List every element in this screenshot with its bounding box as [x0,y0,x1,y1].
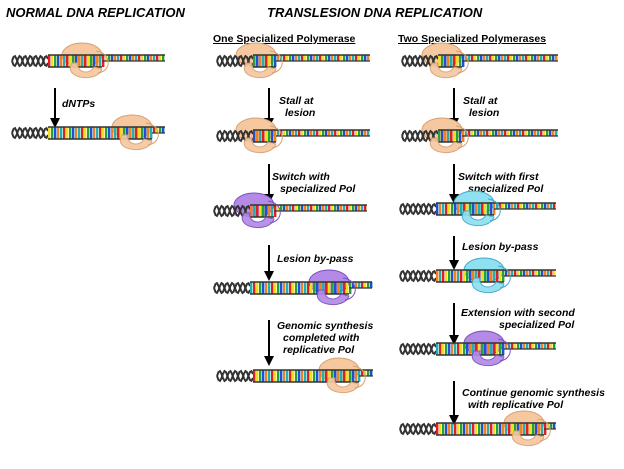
down-arrow-icon [449,381,459,425]
dna-replication-figure [399,330,556,367]
step-label-dntps: dNTPs [62,98,96,110]
label-line: Stall at [463,95,498,107]
label-line: Switch with first [458,171,539,183]
label-line: Continue genomic synthesis [462,387,605,399]
dna-replication-figure [216,357,373,394]
one-step4-label: Genomic synthesis completed with replica… [277,320,373,356]
dna-replication-figure [401,42,558,79]
one-step3-label: Lesion by-pass [277,253,353,265]
dna-replication-figure [216,117,370,154]
two-step3-label: Lesion by-pass [462,241,538,253]
dna-replication-figure [11,42,165,79]
label-line: lesion [469,107,500,119]
two-pol-title: Two Specialized Polymerases [398,33,547,45]
normal-replication-header: NORMAL DNA REPLICATION [6,5,185,20]
down-arrow-icon [264,320,274,366]
label-line: with replicative Pol [468,399,564,411]
label-line: Switch with [272,171,330,183]
down-arrow-icon [50,88,60,128]
two-step1-label: Stall at lesion [463,95,499,119]
label-line: lesion [285,107,316,119]
two-step5-label: Continue genomic synthesis with replicat… [462,387,605,411]
label-line: Stall at [279,95,314,107]
two-step4-label: Extension with second specialized Pol [461,307,575,331]
label-line: completed with [283,332,360,344]
two-step2-label: Switch with first specialized Pol [458,171,543,195]
down-arrow-icon [449,236,459,270]
label-line: Lesion by-pass [462,241,539,253]
label-line: Extension with second [461,307,575,319]
label-line: specialized Pol [499,319,575,331]
label-line: Lesion by-pass [277,253,354,265]
one-step2-label: Switch with specialized Pol [272,171,355,195]
label-line: specialized Pol [468,183,544,195]
label-line: Genomic synthesis [277,320,374,332]
one-pol-title: One Specialized Polymerase [213,33,356,45]
label-line: replicative Pol [283,344,355,356]
dna-replication-figure [399,257,556,294]
dna-replication-figure [399,410,556,447]
dna-replication-figure [11,114,165,151]
down-arrow-icon [449,303,459,345]
translesion-replication-header: TRANSLESION DNA REPLICATION [267,5,483,20]
dna-replication-figure [213,269,373,306]
dna-replication-figure [401,117,558,154]
dna-replication-figure [399,190,556,227]
one-step1-label: Stall at lesion [279,95,315,119]
label-line: specialized Pol [280,183,356,195]
down-arrow-icon [264,245,274,281]
dna-replication-figure [216,42,370,79]
dna-replication-figure [213,192,367,229]
